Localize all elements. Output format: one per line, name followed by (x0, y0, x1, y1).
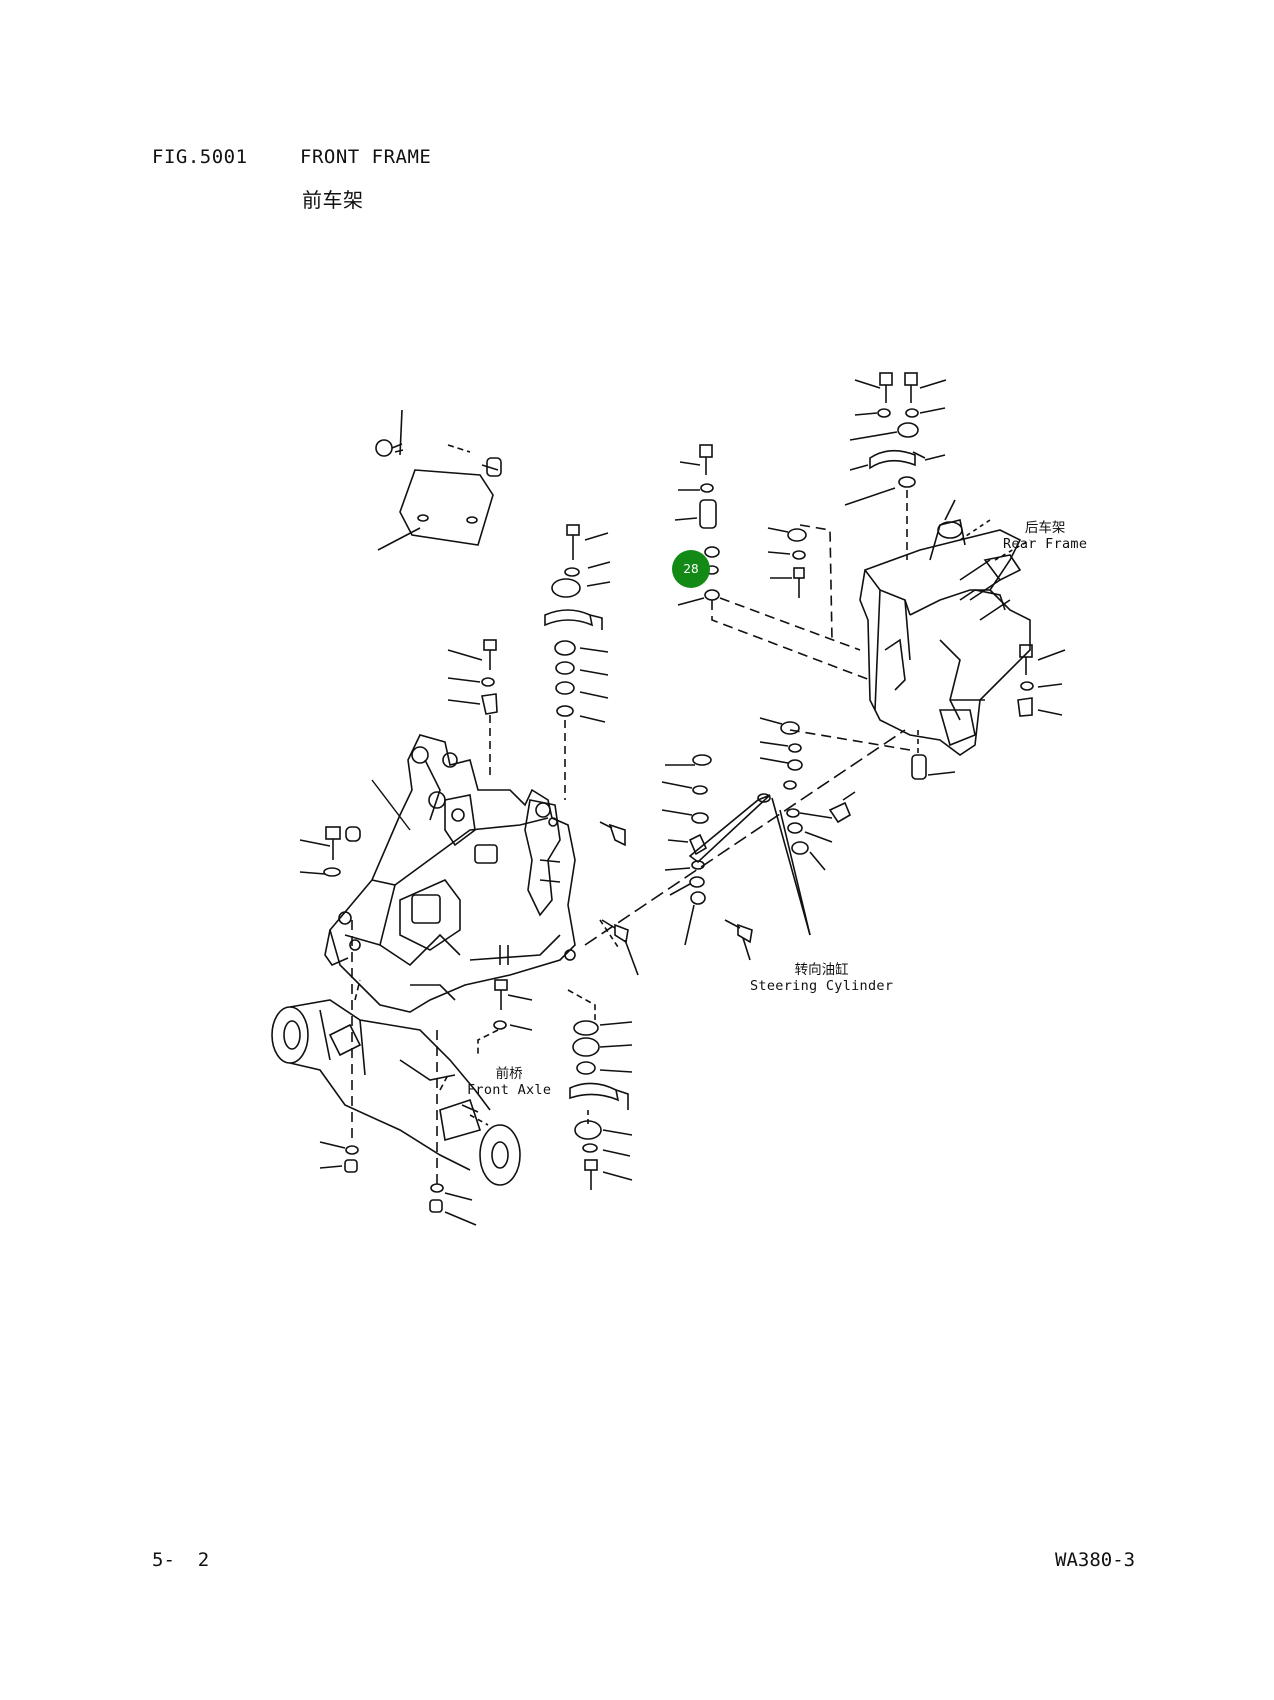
rear-hinge-stack (844, 372, 947, 560)
upper-fastener-stack (544, 524, 611, 800)
part-28-number: 28 (683, 562, 699, 576)
steering-cylinder-label: 转向油缸 Steering Cylinder (750, 962, 894, 994)
rear-frame (859, 499, 1031, 756)
mid-right-fasteners (767, 527, 807, 598)
figure-title: FRONT FRAME (300, 146, 432, 168)
part-28-hotspot[interactable]: 28 (672, 550, 710, 588)
steering-cylinder (584, 717, 906, 946)
front-axle-label: 前桥 Front Axle (467, 1066, 552, 1098)
left-frame-bolts (299, 826, 361, 877)
front-axle (271, 979, 521, 1186)
front-frame-body (324, 734, 576, 1013)
steering-cylinder-leader (779, 809, 811, 936)
axle-fasteners (319, 920, 477, 1226)
left-pin-stack (447, 639, 498, 780)
cover-plate (375, 409, 502, 551)
figure-number: FIG.5001 (152, 146, 248, 168)
lower-fastener-stack (477, 979, 633, 1190)
grease-fittings (599, 821, 753, 976)
rear-right-fasteners (911, 644, 1066, 780)
page-number: 5- 2 (152, 1549, 210, 1571)
pin-stack-upper (674, 444, 911, 751)
rear-frame-label: 后车架 Rear Frame (1003, 520, 1088, 552)
figure-title-cn: 前车架 (302, 188, 364, 212)
model-code: WA380-3 (1055, 1549, 1136, 1571)
